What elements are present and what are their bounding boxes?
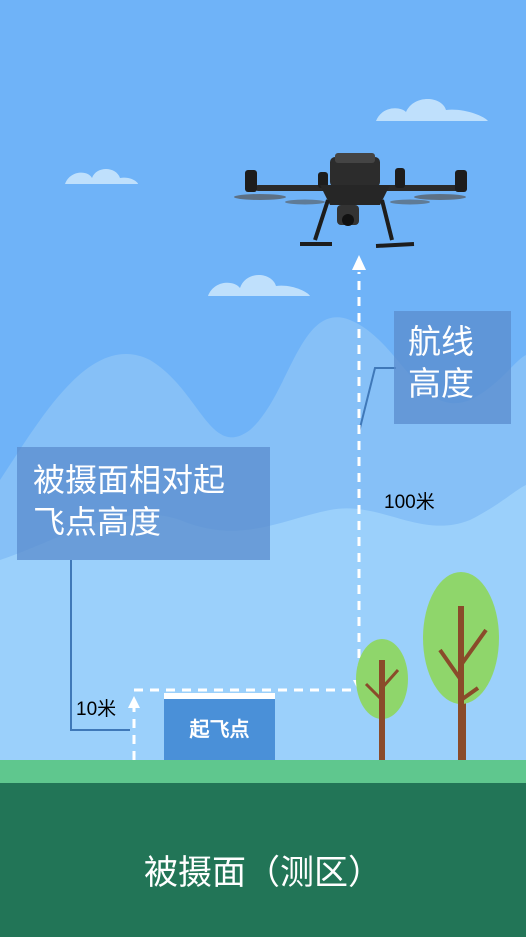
ground-area-label: 被摄面（测区） xyxy=(144,853,382,893)
arrow-up-100m xyxy=(352,255,366,270)
height-100m-label: 100米 xyxy=(384,492,435,513)
arrow-up-10m xyxy=(128,696,140,708)
height-10m-label: 10米 xyxy=(76,699,117,720)
surface-height-line2: 飞点高度 xyxy=(33,503,162,541)
cloud-icon xyxy=(376,99,488,121)
cloud-icon xyxy=(65,169,138,184)
grass-strip xyxy=(0,760,526,784)
surface-height-connector xyxy=(70,560,130,731)
route-height-label: 航线 高度 xyxy=(394,311,511,424)
tree-icon xyxy=(423,572,499,766)
height-dimension-lines xyxy=(132,272,361,760)
route-height-line2: 高度 xyxy=(408,364,474,403)
route-height-line1: 航线 xyxy=(408,322,474,361)
route-height-connector xyxy=(358,367,396,433)
surface-relative-height-label: 被摄面相对起 飞点高度 xyxy=(17,447,270,560)
ground-area xyxy=(0,783,526,937)
surface-height-line1: 被摄面相对起 xyxy=(33,461,226,499)
takeoff-point-platform: 起飞点 xyxy=(164,693,275,760)
cloud-icon xyxy=(208,275,310,296)
drone-icon xyxy=(234,153,467,248)
tree-icon xyxy=(356,639,408,762)
